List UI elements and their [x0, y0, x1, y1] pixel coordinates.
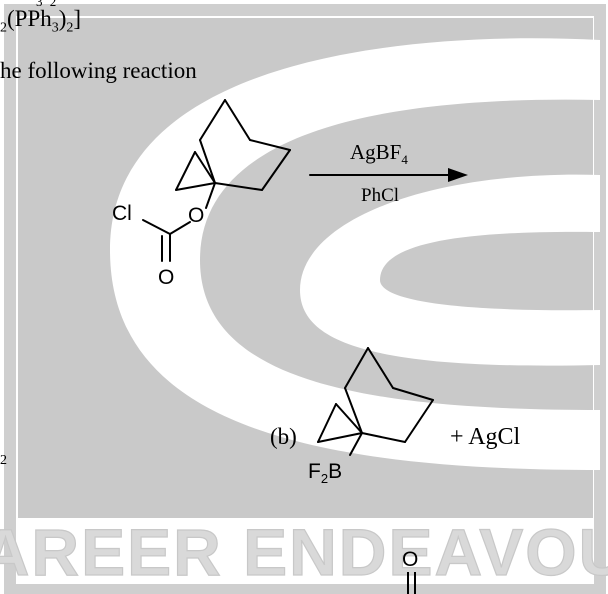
watermark-frame	[4, 4, 606, 594]
atom-o-carbonyl: O	[158, 266, 174, 289]
watermark-c-shape	[110, 38, 600, 470]
reagent-top: AgBF4	[350, 140, 408, 168]
atom-o-ester: O	[188, 204, 204, 227]
reagent-bottom: PhCl	[361, 185, 400, 206]
atom-cl: Cl	[112, 202, 132, 225]
option-b-plus-agcl: + AgCl	[450, 424, 521, 450]
left-subscript-fragment: 2	[0, 453, 7, 468]
watermark-c-inner	[300, 174, 600, 366]
option-b-label: (b)	[270, 424, 297, 449]
reaction-arrow-head	[448, 168, 468, 182]
header-fragment-subscripts: 3 2	[36, 0, 59, 9]
watermark-text: CAREER ENDEAVOUR	[0, 515, 608, 589]
header-fragment-formula: 2(PPh3)2]	[0, 6, 82, 36]
header-fragment-text: he following reaction	[0, 58, 197, 83]
atom-o-bottom: O	[402, 548, 418, 571]
atom-f2b: F2B	[308, 460, 342, 486]
